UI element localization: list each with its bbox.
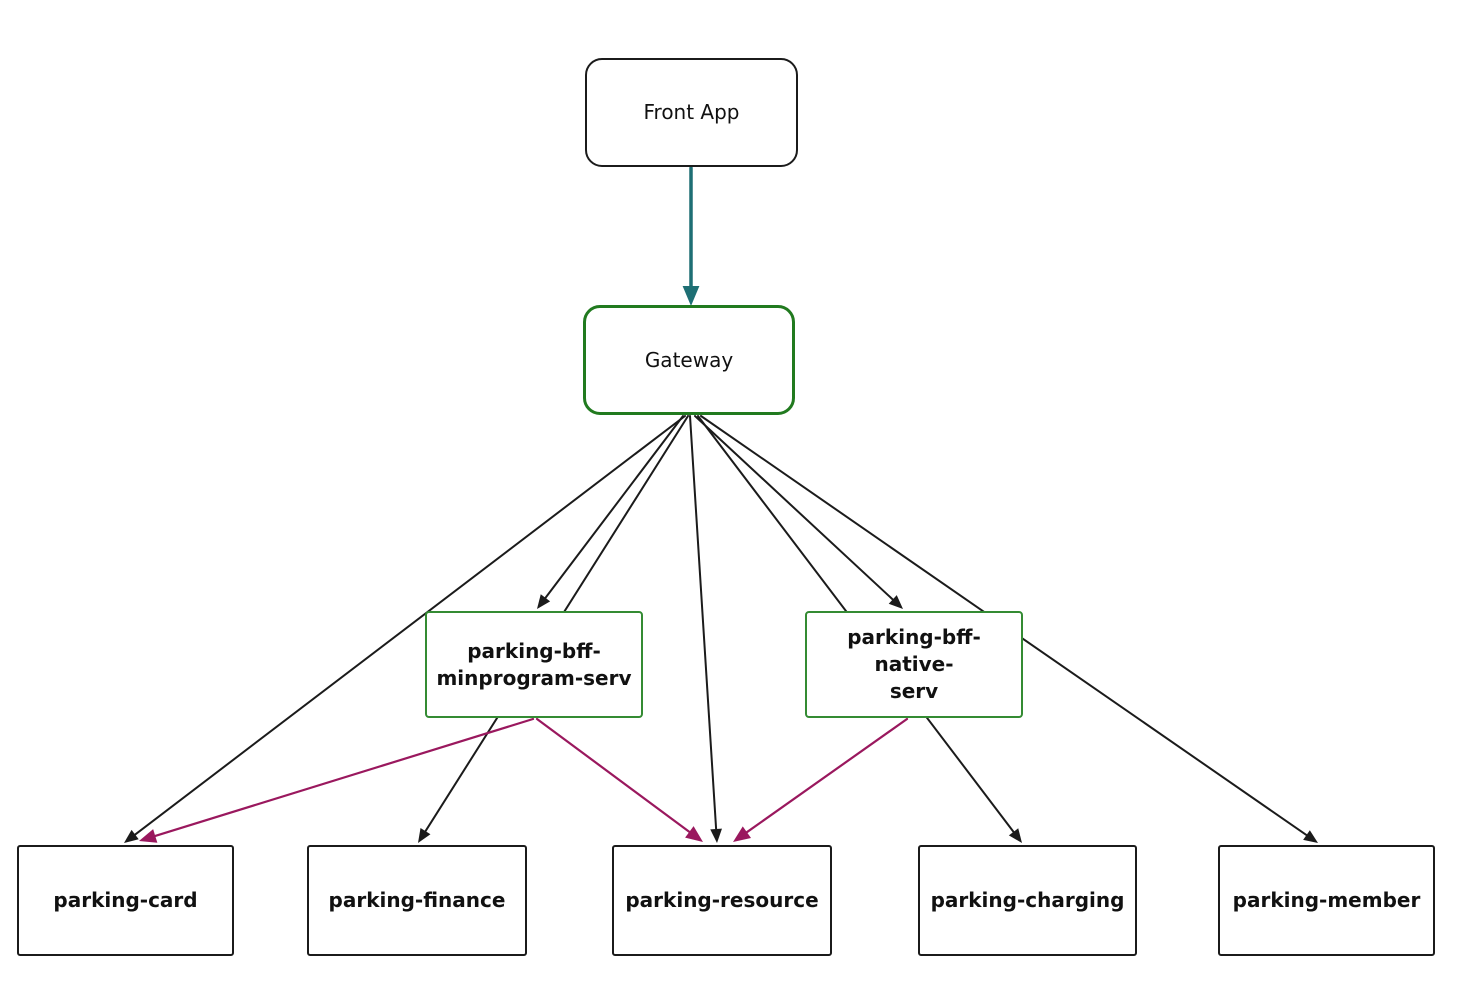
node-parking-finance-label: parking-finance <box>328 888 506 912</box>
node-parking-bff-minprogram-serv-label: parking-bff- minprogram-serv <box>436 638 632 690</box>
edge-bff_minprogram-to-card <box>139 717 535 843</box>
node-gateway: Gateway <box>583 305 795 415</box>
node-parking-card-label: parking-card <box>53 888 198 912</box>
node-parking-bff-native-serv-label: parking-bff-native- serv <box>847 625 981 703</box>
node-parking-bff-minprogram-serv: parking-bff- minprogram-serv <box>425 611 643 718</box>
node-front-app-label: Front App <box>643 100 740 124</box>
edge-gateway-to-resource <box>689 415 722 843</box>
node-parking-resource-label: parking-resource <box>625 888 819 912</box>
node-parking-bff-native-serv: parking-bff-native- serv <box>805 611 1023 718</box>
node-parking-card: parking-card <box>17 845 234 956</box>
edge-front_app-to-gateway <box>682 166 700 306</box>
edge-gateway-to-bff_native <box>694 415 903 609</box>
node-parking-charging: parking-charging <box>918 845 1137 956</box>
edge-gateway-to-bff_minprogram <box>537 415 684 609</box>
node-parking-member-label: parking-member <box>1232 888 1421 912</box>
edge-bff_native-to-resource <box>733 717 909 842</box>
node-gateway-label: Gateway <box>644 347 734 372</box>
edge-gateway-to-card <box>124 415 686 843</box>
node-parking-resource: parking-resource <box>612 845 832 956</box>
node-front-app: Front App <box>585 58 798 167</box>
edge-bff_minprogram-to-resource <box>535 717 703 842</box>
node-parking-member: parking-member <box>1218 845 1435 956</box>
node-parking-charging-label: parking-charging <box>930 888 1125 912</box>
node-parking-finance: parking-finance <box>307 845 527 956</box>
